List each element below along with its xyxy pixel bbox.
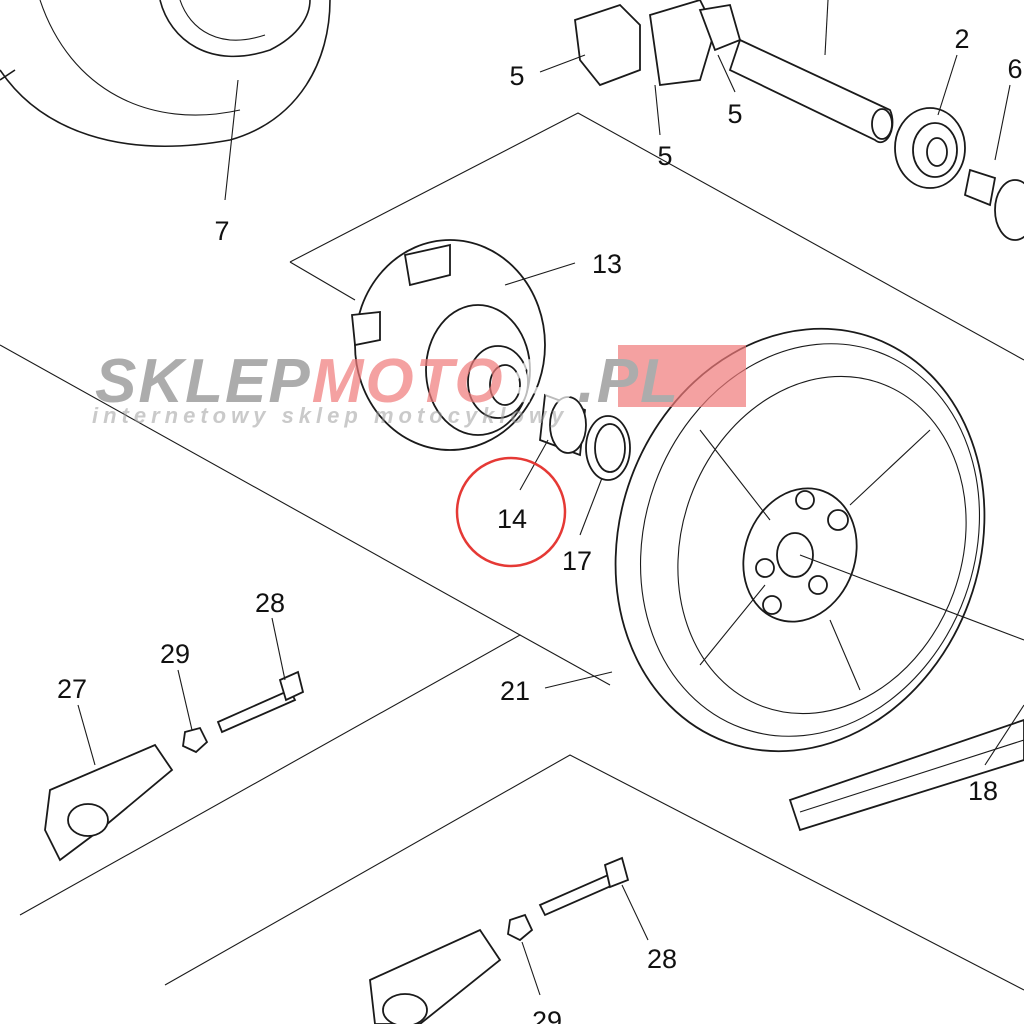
label-5[interactable]: 5 (727, 99, 742, 129)
label-28[interactable]: 28 (255, 588, 285, 618)
drive-belt (788, 719, 1024, 832)
label-2[interactable]: 2 (954, 24, 969, 54)
label-13[interactable]: 13 (592, 249, 622, 279)
watermark-brand-3: 46 (503, 347, 578, 416)
label-18[interactable]: 18 (968, 776, 998, 806)
watermark-tagline: internetowy sklep motocyklowy (92, 403, 568, 428)
rear-tire (0, 0, 331, 147)
watermark-brand-4: .PL (578, 347, 680, 416)
label-5[interactable]: 5 (657, 141, 672, 171)
label-21[interactable]: 21 (500, 676, 530, 706)
label-6[interactable]: 6 (1007, 54, 1022, 84)
assembly-panels (0, 112, 1024, 991)
watermark-brand-2: MOTO (312, 347, 505, 416)
watermark-badge (618, 345, 746, 407)
hub-part (351, 239, 546, 451)
watermark: SKLEPMOTO46.PL internetowy sklep motocyk… (92, 345, 746, 428)
label-7[interactable]: 7 (214, 216, 229, 246)
adjuster-hardware (44, 670, 630, 1024)
label-17[interactable]: 17 (562, 546, 592, 576)
highlight-circle (455, 456, 567, 568)
label-27[interactable]: 27 (57, 674, 87, 704)
label-29[interactable]: 29 (532, 1006, 562, 1024)
rear-pulley (614, 327, 1024, 753)
damper-parts (574, 0, 742, 87)
label-5[interactable]: 5 (509, 61, 524, 91)
axle-and-bearings (728, 0, 1024, 241)
svg-text:SKLEPMOTO46.PL: SKLEPMOTO46.PL (95, 347, 680, 416)
leader-lines (77, 54, 1024, 996)
label-29[interactable]: 29 (160, 639, 190, 669)
collar-and-seal (539, 393, 631, 481)
watermark-brand-1: SKLEP (95, 347, 312, 416)
label-28[interactable]: 28 (647, 944, 677, 974)
label-14[interactable]: 14 (497, 504, 527, 534)
